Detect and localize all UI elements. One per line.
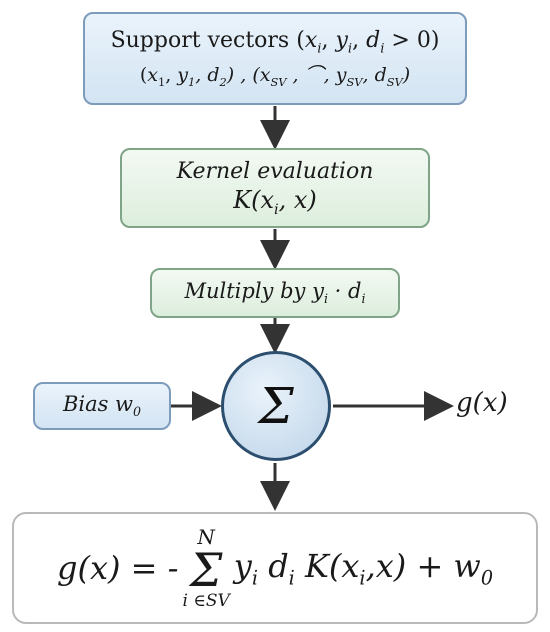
formula-box: g(x) = - N Σ i ∈SV yi di K(xi,x) + w0	[12, 512, 538, 624]
kernel-evaluation-title: Kernel evaluation	[176, 158, 374, 184]
bias-text: Bias w0	[62, 392, 142, 420]
multiply-box: Multiply by yi · di	[150, 268, 400, 318]
kernel-expression: K(xi, x)	[233, 185, 317, 218]
support-vectors-list: (x1, y1, d2) , (xSV , ⌒, ySV, dSV)	[139, 64, 411, 90]
bias-box: Bias w0	[33, 382, 171, 430]
kernel-evaluation-box: Kernel evaluation K(xi, x)	[120, 148, 430, 228]
sigma-symbol: Σ	[258, 377, 294, 435]
support-vectors-box: Support vectors (xi, yi, di > 0) (x1, y1…	[83, 12, 467, 105]
support-vectors-title: Support vectors (xi, yi, di > 0)	[110, 27, 440, 57]
output-label: g(x)	[456, 388, 508, 418]
multiply-text: Multiply by yi · di	[184, 279, 366, 307]
summation-node: Σ	[221, 351, 331, 461]
summation-operator: N Σ i ∈SV	[182, 524, 230, 611]
decision-function-formula: g(x) = - N Σ i ∈SV yi di K(xi,x) + w0	[56, 524, 494, 611]
